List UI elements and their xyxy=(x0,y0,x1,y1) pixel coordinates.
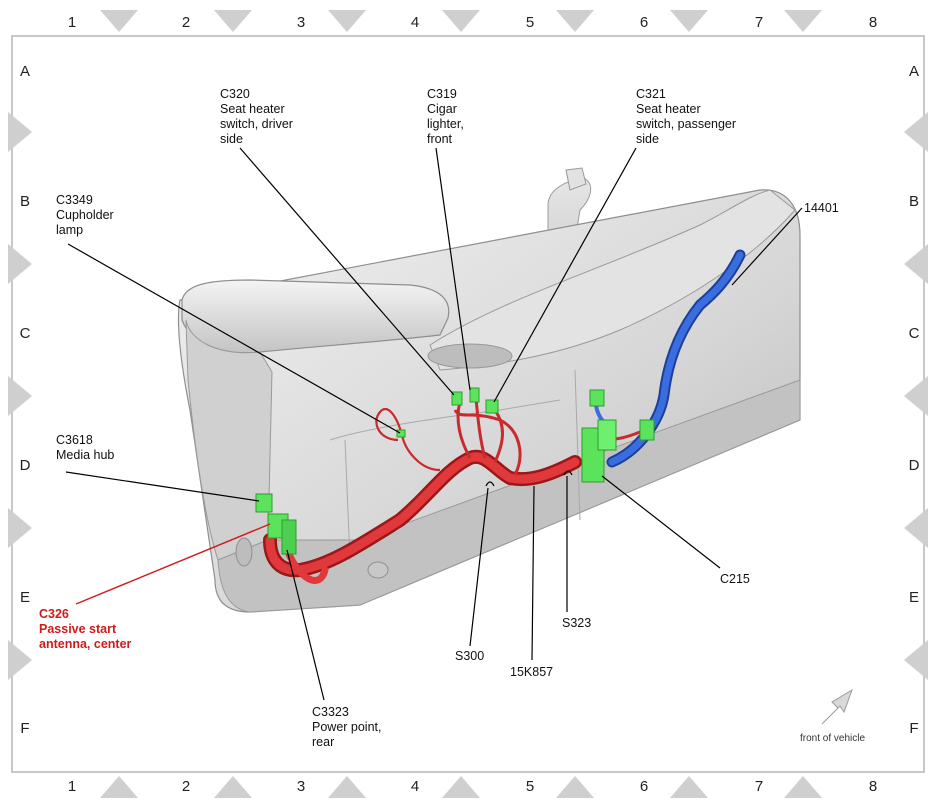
callout-c3349: C3349 Cupholder lamp xyxy=(56,193,117,237)
connector-c215-c xyxy=(589,389,605,407)
grid-row-c: C xyxy=(909,325,920,342)
callout-s300: S300 xyxy=(455,649,484,663)
callout-15k857: 15K857 xyxy=(510,665,553,679)
callout-c3618: C3618 Media hub xyxy=(56,433,114,462)
connectors xyxy=(255,387,655,555)
callout-c320: C320 Seat heater switch, driver side xyxy=(220,87,296,146)
grid-col-2: 2 xyxy=(182,778,190,795)
grid-col-7: 7 xyxy=(755,14,763,31)
grid-col-7: 7 xyxy=(755,778,763,795)
grid-row-e: E xyxy=(20,589,30,606)
grid-row-b: B xyxy=(909,193,919,210)
grid-column-labels-bottom: 1 2 3 4 5 6 7 8 xyxy=(68,778,877,795)
grid-row-a: A xyxy=(20,63,30,80)
splice-s300-mark xyxy=(485,481,495,487)
grid-row-b: B xyxy=(20,193,30,210)
grid-row-labels-left: A B C D E F xyxy=(20,63,31,737)
grid-col-8: 8 xyxy=(869,14,877,31)
grid-col-8: 8 xyxy=(869,778,877,795)
grid-col-6: 6 xyxy=(640,778,648,795)
front-arrow-icon xyxy=(821,688,853,725)
connector-c320 xyxy=(451,391,463,406)
connector-blue-right xyxy=(639,419,655,441)
connector-c3618 xyxy=(255,493,273,513)
front-of-vehicle-indicator: front of vehicle xyxy=(800,688,865,744)
connector-c319 xyxy=(469,387,480,403)
grid-column-labels-top: 1 2 3 4 5 6 7 8 xyxy=(68,14,877,31)
grid-row-e: E xyxy=(909,589,919,606)
callout-s323: S323 xyxy=(562,616,591,630)
grid-col-3: 3 xyxy=(297,778,305,795)
grid-row-f: F xyxy=(909,720,918,737)
grid-col-1: 1 xyxy=(68,14,76,31)
grid-row-f: F xyxy=(20,720,29,737)
grid-markers xyxy=(8,10,928,798)
callout-c319: C319 Cigar lighter, front xyxy=(427,87,467,146)
callout-c215: C215 xyxy=(720,572,750,586)
grid-col-3: 3 xyxy=(297,14,305,31)
connector-c3323 xyxy=(281,519,297,555)
grid-row-c: C xyxy=(20,325,31,342)
connector-c3349 xyxy=(396,429,406,438)
leader-lines xyxy=(65,147,803,701)
callout-c321: C321 Seat heater switch, passenger side xyxy=(636,87,740,146)
splice-s323-mark xyxy=(563,470,573,476)
callout-c3323: C3323 Power point, rear xyxy=(312,705,385,749)
grid-col-2: 2 xyxy=(182,14,190,31)
red-harness xyxy=(263,397,641,584)
grid-col-5: 5 xyxy=(526,14,534,31)
grid-row-a: A xyxy=(909,63,919,80)
grid-col-4: 4 xyxy=(411,14,419,31)
grid-col-1: 1 xyxy=(68,778,76,795)
callout-14401: 14401 xyxy=(804,201,839,215)
connector-c321 xyxy=(485,399,499,414)
grid-row-d: D xyxy=(909,457,920,474)
front-of-vehicle-label: front of vehicle xyxy=(800,733,865,744)
grid-col-5: 5 xyxy=(526,778,534,795)
grid-col-6: 6 xyxy=(640,14,648,31)
grid-row-labels-right: A B C D E F xyxy=(909,63,920,737)
connector-c215-b xyxy=(597,419,617,451)
callout-c326: C326 Passive start antenna, center xyxy=(39,607,132,651)
grid-col-4: 4 xyxy=(411,778,419,795)
grid-row-d: D xyxy=(20,457,31,474)
